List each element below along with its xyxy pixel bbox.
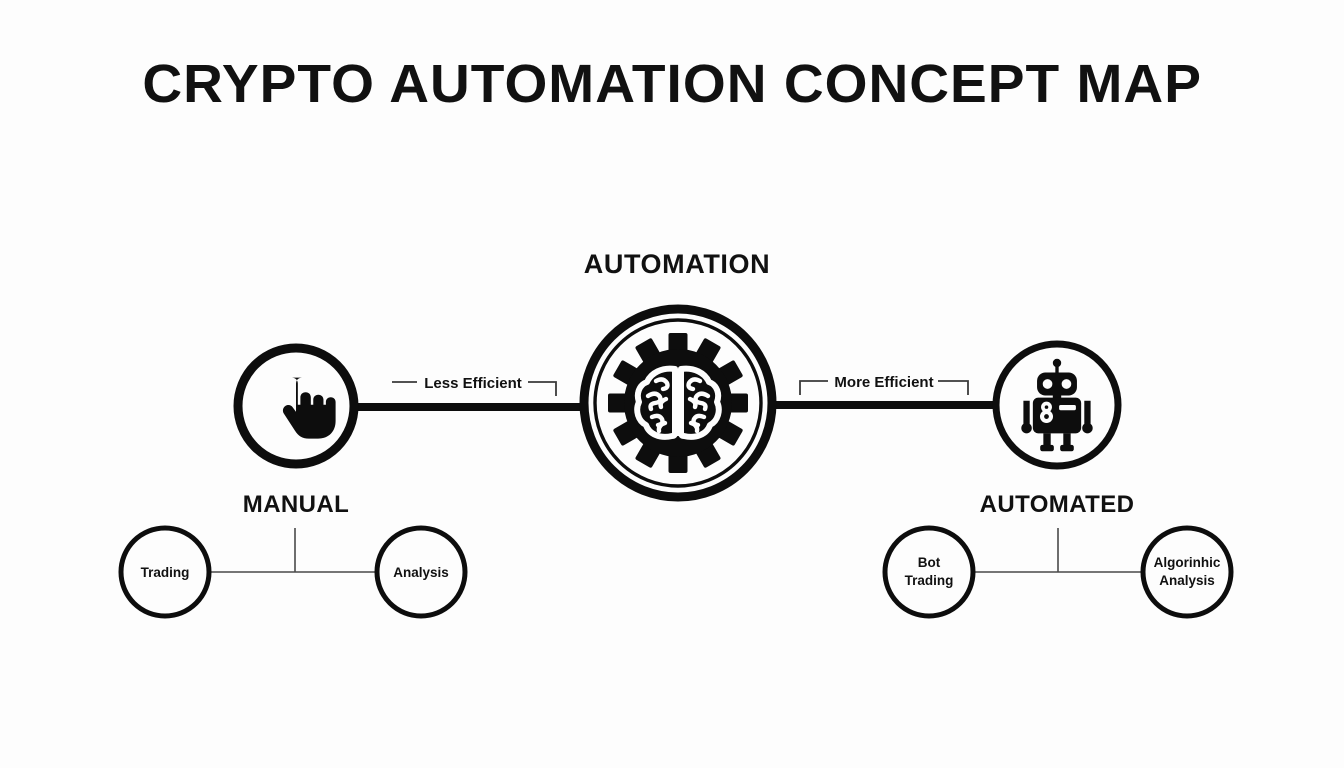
manual-node-label: MANUAL bbox=[243, 491, 349, 518]
pointing-hand-icon bbox=[282, 377, 336, 439]
robot-icon bbox=[1021, 358, 1093, 452]
edge-label-text: Less Efficient bbox=[424, 375, 522, 392]
sub-node-analysis[interactable]: Analysis bbox=[374, 525, 468, 619]
sub-node-label: Trading bbox=[141, 565, 190, 580]
sub-node-label-line2: Trading bbox=[905, 573, 954, 588]
node-automated[interactable]: AUTOMATED bbox=[980, 340, 1135, 518]
gear-brain-icon bbox=[608, 333, 748, 473]
sub-node-label-line2: Analysis bbox=[1159, 573, 1215, 588]
edge-more-efficient: More Efficient bbox=[799, 374, 969, 395]
manual-node-circle[interactable] bbox=[233, 343, 359, 469]
sub-node-trading[interactable]: Trading bbox=[118, 525, 212, 619]
left-subtree: Trading Analysis bbox=[118, 525, 468, 619]
automated-node-label: AUTOMATED bbox=[980, 491, 1135, 518]
sub-node-algorithmic-analysis[interactable]: Algorinhic Analysis bbox=[1140, 525, 1234, 619]
sub-node-circle[interactable] bbox=[374, 525, 468, 619]
page-title: CRYPTO AUTOMATION CONCEPT MAP bbox=[142, 53, 1202, 113]
sub-node-label-line1: Algorinhic bbox=[1154, 555, 1221, 570]
automation-node-label: AUTOMATION bbox=[584, 249, 770, 279]
edge-less-efficient: Less Efficient bbox=[392, 375, 557, 396]
node-automation[interactable]: AUTOMATION bbox=[579, 249, 777, 502]
sub-node-bot-trading[interactable]: Bot Trading bbox=[882, 525, 976, 619]
node-manual[interactable]: MANUAL bbox=[233, 343, 359, 518]
sub-node-label-line1: Bot bbox=[918, 555, 941, 570]
sub-node-circle[interactable] bbox=[882, 525, 976, 619]
sub-node-circle[interactable] bbox=[118, 525, 212, 619]
brain-glyph bbox=[634, 365, 722, 440]
edge-label-text: More Efficient bbox=[834, 374, 933, 391]
right-subtree: Bot Trading Algorinhic Analysis bbox=[882, 525, 1234, 619]
sub-node-label: Analysis bbox=[393, 565, 449, 580]
automation-inner-ring bbox=[593, 318, 763, 488]
sub-node-circle[interactable] bbox=[1140, 525, 1234, 619]
